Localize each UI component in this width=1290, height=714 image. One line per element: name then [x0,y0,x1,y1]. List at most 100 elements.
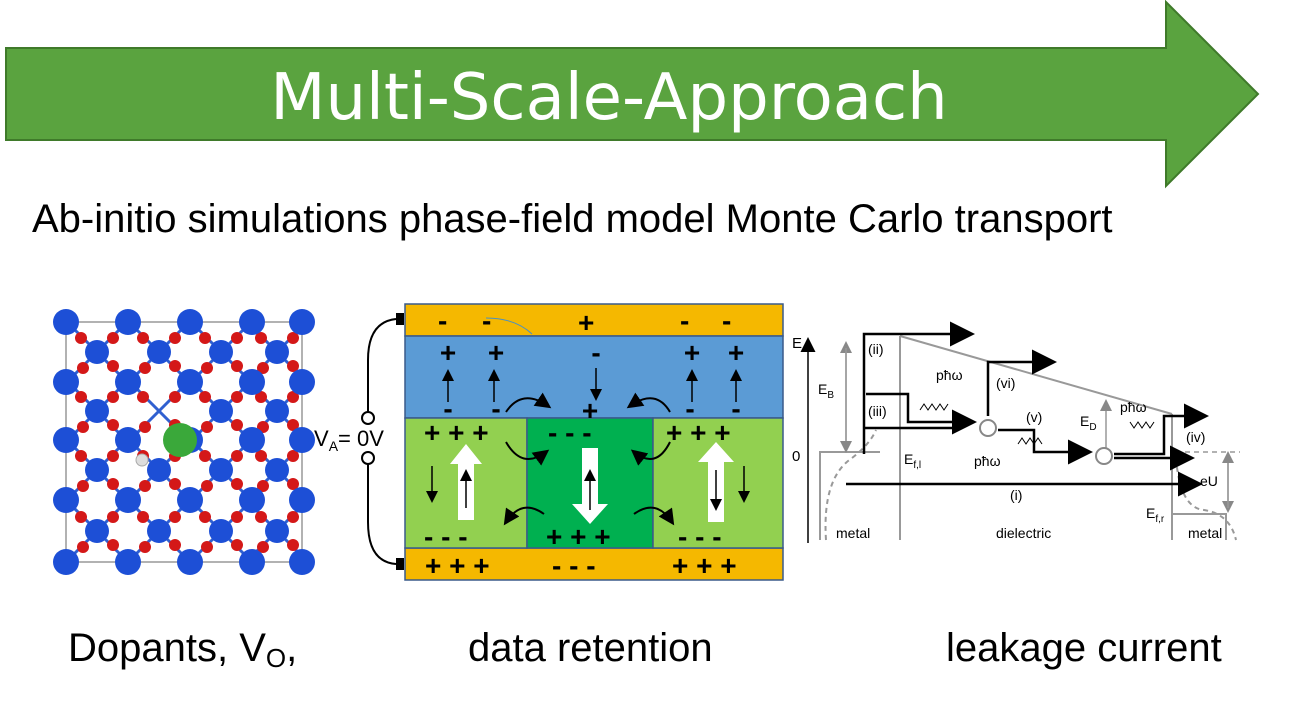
svg-text:0: 0 [792,448,800,465]
svg-text:(iv): (iv) [1186,429,1205,445]
blue-atom [85,458,109,482]
red-atom [75,332,87,344]
svg-text:+ + +: + + + [672,550,737,581]
red-atom [75,391,87,403]
red-atom [257,480,269,492]
red-atom [107,450,119,462]
red-atom [231,511,243,523]
red-atom [199,391,211,403]
svg-text:- - -: - - - [548,417,592,448]
blue-atom [53,427,79,453]
blue-atom [209,340,233,364]
svg-text:-: - [731,393,740,424]
red-atom [139,480,151,492]
red-atom [287,511,299,523]
red-atom [287,360,299,372]
red-atom [77,421,89,433]
svg-text:dielectric: dielectric [996,525,1051,541]
svg-text:+: + [440,337,456,368]
blue-atom [289,487,315,513]
red-atom [107,332,119,344]
blue-atom [209,458,233,482]
svg-text:-: - [491,393,500,424]
svg-text:(v): (v) [1026,409,1042,425]
svg-text:-: - [591,337,600,368]
svg-text:eU: eU [1200,473,1218,489]
blue-atom [239,309,265,335]
red-atom [169,332,181,344]
red-atom [75,511,87,523]
red-atom [231,360,243,372]
red-atom [199,332,211,344]
red-atom [255,391,267,403]
red-atom [201,421,213,433]
blue-atom [85,340,109,364]
voltage-label: VA= 0V [314,426,384,454]
blue-atom [115,487,141,513]
red-atom [139,541,151,553]
blue-atom [115,427,141,453]
blue-atom [209,519,233,543]
red-atom [77,541,89,553]
blue-atom [53,369,79,395]
red-atom [257,541,269,553]
svg-text:metal: metal [836,525,870,541]
red-atom [231,332,243,344]
svg-text:EB: EB [818,381,834,401]
red-atom [231,539,243,551]
blue-atom [265,399,289,423]
dopant-atom [163,423,197,457]
svg-text:+ + +: + + + [425,550,490,581]
banner-title: Multi-Scale-Approach [270,61,948,135]
red-atom [107,419,119,431]
blue-atom [239,427,265,453]
svg-text:+ + +: + + + [546,521,611,552]
blue-atom [177,549,203,575]
red-atom [287,419,299,431]
red-atom [107,391,119,403]
red-atom [199,450,211,462]
blue-atom [239,549,265,575]
red-atom [231,391,243,403]
blue-atom [289,369,315,395]
red-atom [287,391,299,403]
red-atom [257,362,269,374]
blue-atom [115,309,141,335]
svg-text:+: + [578,307,594,338]
red-atom [201,362,213,374]
blue-atom [147,519,171,543]
blue-atom [265,340,289,364]
red-atom [169,478,181,490]
blue-atom [289,427,315,453]
blue-atom [53,487,79,513]
phase-field-diagram: VA= 0V - - + - - + + + - - - + + + ++ - … [314,303,784,581]
svg-text:+ + +: + + + [666,417,731,448]
svg-text:-: - [438,305,447,336]
red-atom [231,478,243,490]
red-atom [137,391,149,403]
red-atom [287,539,299,551]
red-atom [169,391,181,403]
methods-text: Ab-initio simulations phase-field model … [32,197,1113,241]
red-atom [107,360,119,372]
svg-text:Ef,l: Ef,l [904,451,921,471]
blue-atom [85,399,109,423]
band-diagram: E 0 EB ED eU Ef,l Ef,r pħω pħω [792,321,1240,543]
svg-text:-: - [685,393,694,424]
red-atom [255,450,267,462]
svg-text:-: - [722,305,731,336]
bottom-electrode [404,547,784,581]
red-atom [287,450,299,462]
red-atom [199,511,211,523]
red-atom [139,421,151,433]
blue-atom [147,340,171,364]
red-atom [137,511,149,523]
svg-text:-: - [443,393,452,424]
blue-atom [265,519,289,543]
red-atom [169,511,181,523]
svg-text:- - -: - - - [424,521,468,552]
blue-atom [53,549,79,575]
caption-retention: data retention [468,626,713,670]
blue-atom [289,549,315,575]
svg-text:(ii): (ii) [868,341,884,357]
